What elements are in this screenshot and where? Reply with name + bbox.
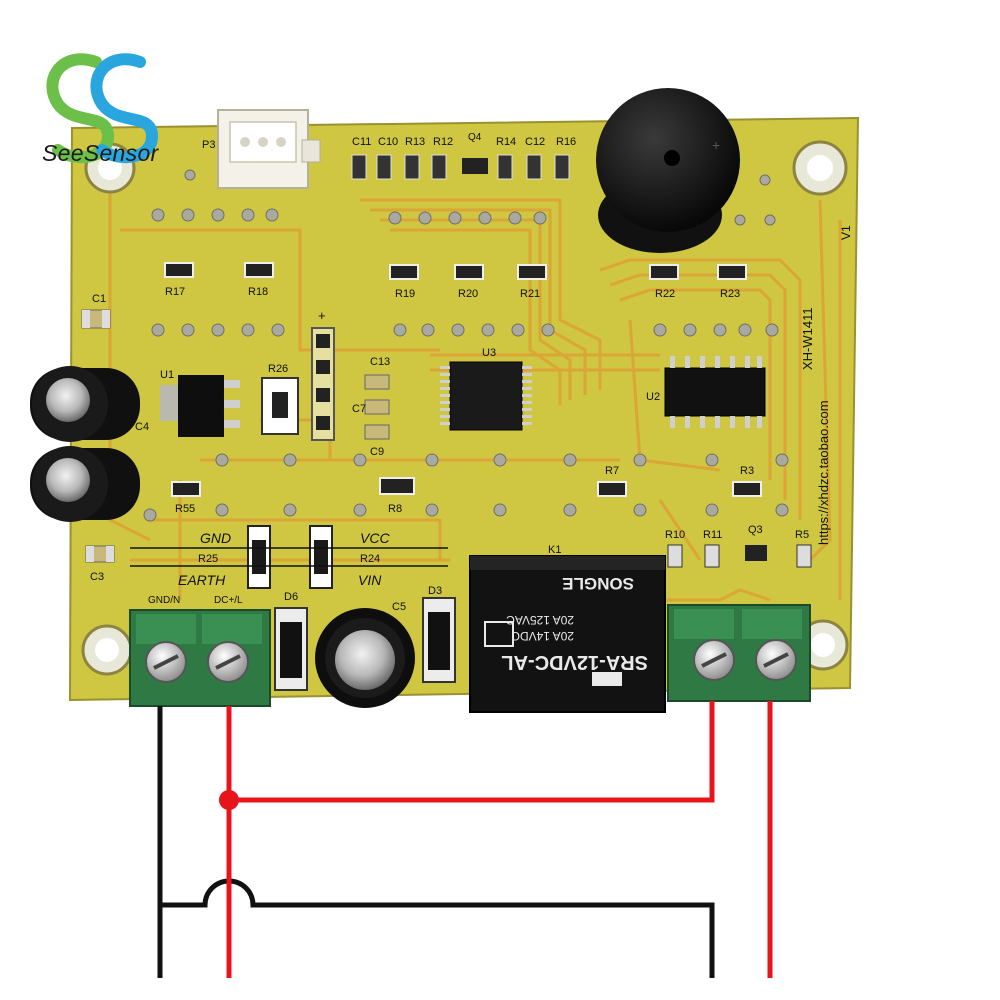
buzzer-plus: + (712, 137, 720, 153)
red-wire-junction (219, 790, 239, 810)
label-gnd-n: GND/N (148, 595, 180, 606)
label-r11: R11 (703, 529, 722, 541)
buzzer: + (596, 88, 740, 253)
label-u1: U1 (160, 369, 174, 381)
relay: K1 SRA-12VDC-AL 20A 14VDC 20A 125VAC SON… (469, 544, 666, 713)
label-u2: U2 (646, 391, 660, 403)
label-c10: C10 (378, 136, 398, 148)
label-r18: R18 (248, 286, 268, 298)
label-r10: R10 (665, 529, 685, 541)
label-r12: R12 (433, 136, 453, 148)
label-dc-l: DC+/L (214, 595, 243, 606)
label-r26: R26 (268, 363, 288, 375)
r26-resistor: R26 (261, 363, 299, 435)
label-c11: C11 (352, 136, 371, 148)
label-gnd: GND (200, 530, 231, 546)
label-r19: R19 (395, 288, 415, 300)
left-capacitors: C4 (30, 366, 149, 522)
label-r20: R20 (458, 288, 478, 300)
label-c1: C1 (92, 293, 106, 305)
label-c7: C7 (352, 403, 366, 415)
p3-connector: P3 (202, 109, 321, 189)
p3-label: P3 (202, 139, 215, 151)
c1-capacitor: C1 (81, 293, 111, 329)
label-r14: R14 (496, 136, 516, 148)
silkscreen-power-labels: GND VCC R25 R24 EARTH VIN (130, 525, 448, 589)
d6-diode: D6 (274, 591, 308, 691)
label-r22: R22 (655, 288, 675, 300)
label-vcc: VCC (360, 530, 390, 546)
red-wire-link (229, 701, 715, 803)
right-small-components: R10 R11 Q3 R5 (665, 524, 812, 568)
label-r17: R17 (165, 286, 185, 298)
label-r24: R24 (360, 553, 380, 565)
terminal-block-right (667, 604, 811, 702)
label-r25: R25 (198, 553, 218, 565)
label-c9: C9 (370, 446, 384, 458)
relay-brand: SONGLE (562, 574, 634, 593)
c3-capacitor: C3 (85, 545, 115, 583)
label-d3: D3 (428, 585, 442, 597)
label-r3: R3 (740, 465, 754, 477)
label-q3: Q3 (748, 524, 763, 536)
label-k1: K1 (548, 544, 561, 556)
label-c4: C4 (135, 421, 149, 433)
label-vin: VIN (358, 572, 382, 588)
label-header-plus: + (318, 308, 326, 323)
relay-cert-mark (484, 621, 622, 686)
label-r7: R7 (605, 465, 619, 477)
label-q4: Q4 (468, 132, 482, 143)
top-smd-row: C11 C10 R13 R12 Q4 R14 C12 R16 (351, 132, 576, 180)
board-version: V1 (839, 225, 853, 240)
label-r16: R16 (556, 136, 576, 148)
label-c12: C12 (525, 136, 545, 148)
label-earth: EARTH (178, 572, 226, 588)
solder-pads (143, 169, 789, 522)
resistor-row: R17 R18 R19 R20 R21 R22 R23 (164, 262, 747, 300)
label-r8: R8 (388, 503, 402, 515)
label-r21: R21 (520, 288, 540, 300)
relay-rating-1: 20A 14VDC (511, 629, 574, 643)
u3-chip: U3 (440, 347, 532, 431)
board-model: XH-W1411 (800, 307, 815, 370)
lower-resistors: R55 R8 R7 R3 (171, 465, 762, 515)
board-vertical-text: https://xhdzc.taobao.com XH-W1411 V1 (800, 225, 853, 545)
relay-rating-2: 20A 125VAC (506, 613, 574, 627)
u1-regulator: U1 (160, 369, 240, 437)
wiring-diagram (157, 701, 773, 978)
label-u3: U3 (482, 347, 496, 359)
label-r23: R23 (720, 288, 740, 300)
relay-model: SRA-12VDC-AL (501, 651, 648, 673)
u2-chip: U2 (646, 356, 766, 428)
brand-name: SeeSensor (42, 140, 159, 166)
label-r5: R5 (795, 529, 809, 541)
brand-logo-icon (46, 53, 159, 164)
label-c13: C13 (370, 356, 390, 368)
black-wire-jumper (160, 878, 715, 978)
c5-capacitor: C5 (315, 601, 415, 708)
label-r13: R13 (405, 136, 425, 148)
d3-diode: D3 (422, 585, 456, 683)
label-c3: C3 (90, 571, 104, 583)
small-capacitors: C13 C7 C9 (352, 356, 390, 458)
label-c5: C5 (392, 601, 406, 613)
board-website: https://xhdzc.taobao.com (816, 400, 831, 545)
label-r55: R55 (175, 503, 195, 515)
terminal-block-left: GND/N DC+/L (129, 595, 271, 707)
header-pins: + (311, 308, 335, 441)
label-d6: D6 (284, 591, 298, 603)
